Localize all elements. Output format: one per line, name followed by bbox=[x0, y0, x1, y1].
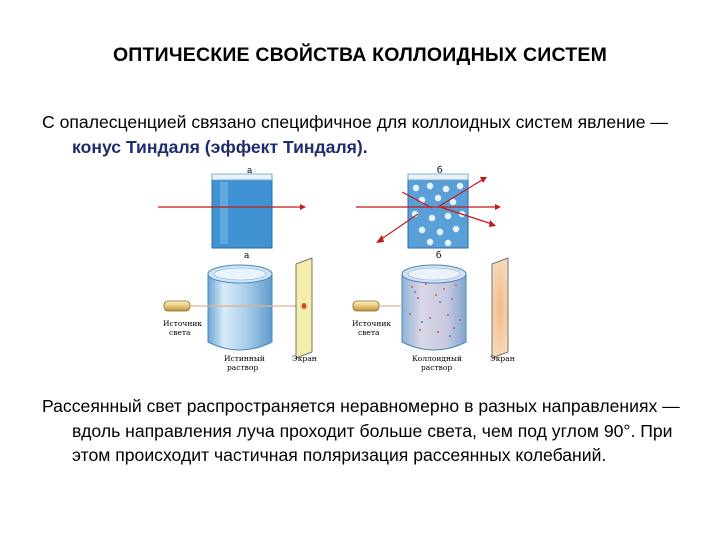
screen-b bbox=[491, 257, 509, 359]
slide-title: ОПТИЧЕСКИЕ СВОЙСТВА КОЛЛОИДНЫХ СИСТЕМ bbox=[112, 44, 608, 66]
top-beaker-b: б bbox=[356, 165, 501, 249]
top-beaker-a: а bbox=[158, 166, 306, 249]
light-source-b-label-1: Источник bbox=[352, 319, 391, 328]
bottom-label-a: а bbox=[244, 251, 250, 261]
light-source-a-label-1: Источник bbox=[163, 319, 202, 328]
intro-text: С опалесценцией связано специфичное для … bbox=[42, 112, 668, 132]
bottom-setup-b: б Источник света Коллоидный раствор Экра… bbox=[352, 250, 515, 372]
colloid-solution-label-1: Коллоидный bbox=[412, 354, 462, 363]
screen-b-label: Экран bbox=[490, 354, 515, 363]
screen-spot-a bbox=[301, 303, 307, 309]
true-solution-label-2: раствор bbox=[227, 363, 258, 372]
top-beam-b bbox=[356, 179, 495, 241]
light-source-a-label-2: света bbox=[169, 328, 191, 337]
colloid-scatter-dots bbox=[409, 283, 461, 333]
colloid-particles bbox=[411, 182, 466, 247]
tyndall-figure: а б а bbox=[158, 165, 515, 372]
top-label-a: а bbox=[247, 166, 253, 176]
scatter-paragraph: Рассеянный свет распространяется неравно… bbox=[42, 396, 680, 465]
true-solution-label-1: Истинный bbox=[224, 354, 265, 363]
bottom-label-b: б bbox=[436, 250, 441, 261]
light-source-b-label-2: света bbox=[358, 328, 380, 337]
colloid-solution-label-2: раствор bbox=[421, 363, 452, 372]
colloid-blue-dots bbox=[414, 291, 451, 337]
light-source-a bbox=[163, 300, 191, 312]
light-source-b bbox=[352, 300, 380, 312]
bottom-setup-a: а Источник света Истинный раствор Экран bbox=[163, 251, 317, 372]
top-label-b: б bbox=[437, 165, 442, 176]
tyndall-highlight: конус Тиндаля (эффект Тиндаля). bbox=[72, 136, 368, 157]
screen-a-label: Экран bbox=[292, 354, 317, 363]
intro-paragraph: С опалесценцией связано специфичное для … bbox=[42, 110, 712, 159]
